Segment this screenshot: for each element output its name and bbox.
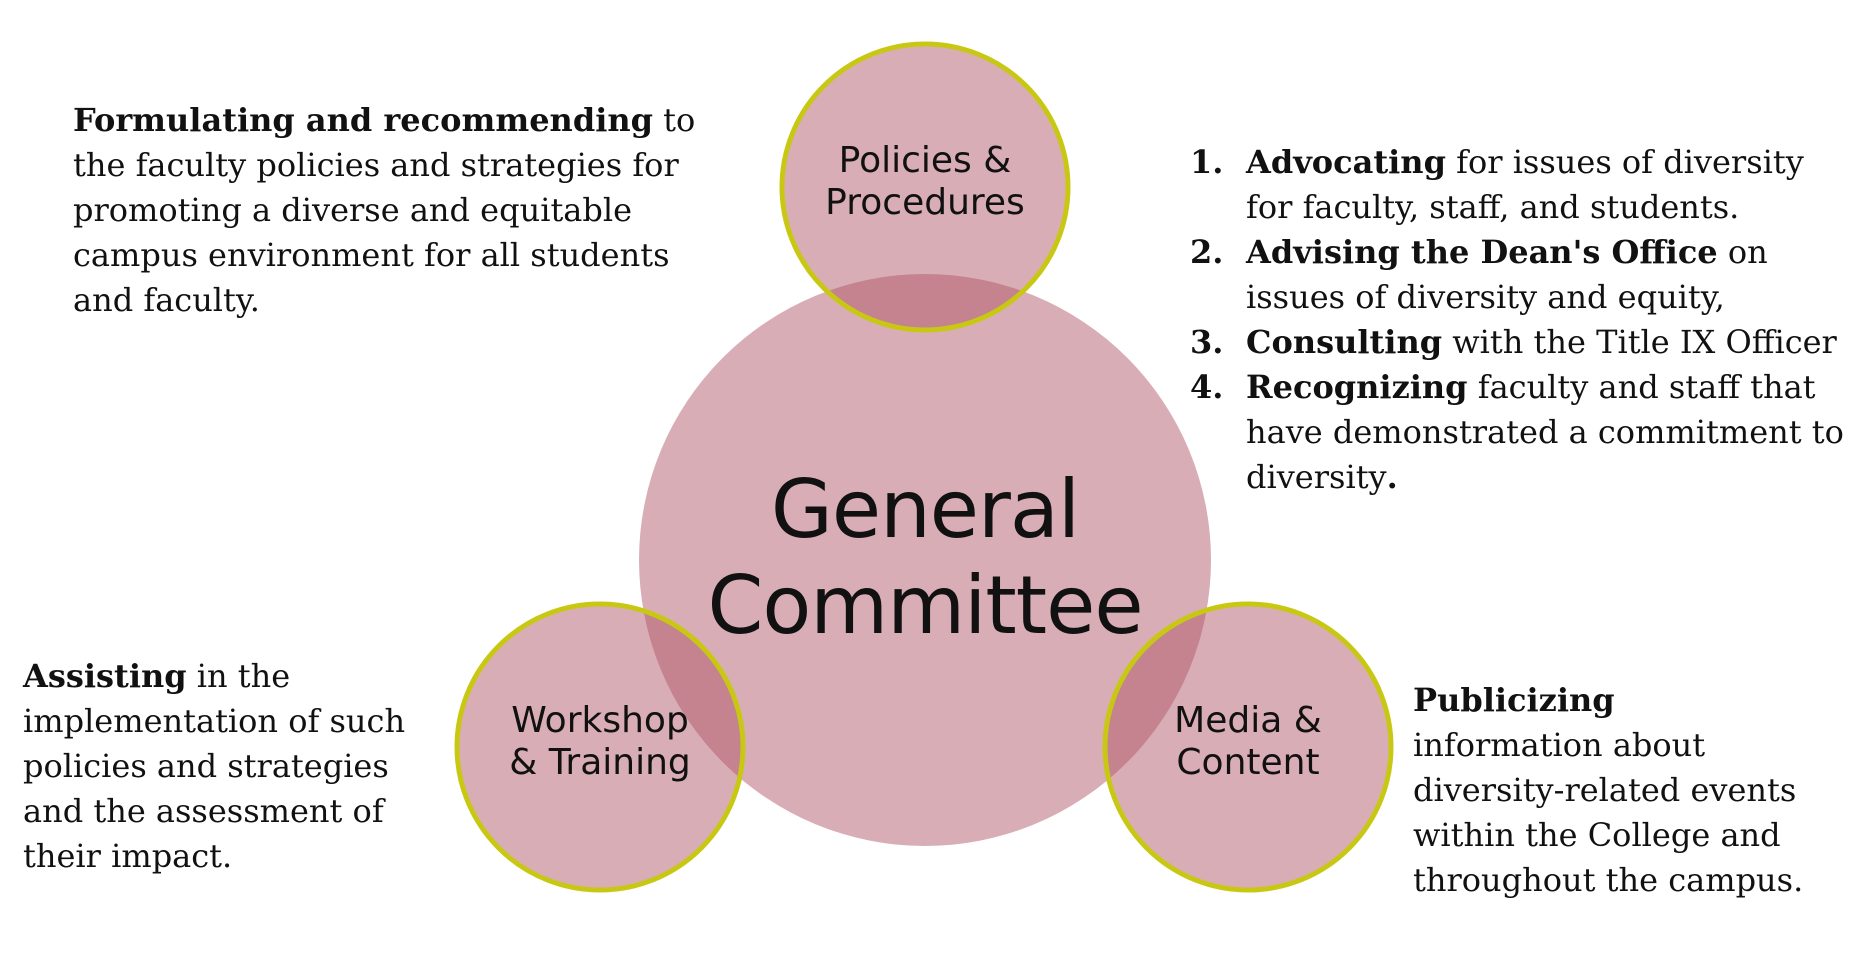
list-number: 3. (1190, 323, 1224, 361)
top-circle-label: Policies & Procedures (805, 140, 1045, 225)
description-line: promoting a diverse and equitable (73, 191, 633, 229)
description-line: for faculty, staff, and students. (1246, 188, 1740, 226)
description-line: Recognizing faculty and staff that (1246, 365, 1850, 410)
description-keyword: Advising the Dean's Office (1246, 233, 1718, 271)
description-keyword: Publicizing (1413, 681, 1615, 719)
left-circle-label-line: & Training (509, 742, 691, 784)
description-line: Assisting in the (23, 654, 443, 699)
left-circle-label-line: Workshop (511, 700, 689, 741)
description-text: diversity (1246, 458, 1387, 496)
description-line: issues of diversity and equity, (1246, 278, 1725, 316)
description-line: throughout the campus. (1413, 861, 1804, 899)
description-line: within the College and (1413, 816, 1781, 854)
right-circle-outline (1102, 601, 1394, 893)
list-item: 4. Recognizing faculty and staff that ha… (1190, 365, 1850, 500)
description-keyword: Advocating (1246, 143, 1446, 181)
description-text: to (652, 101, 696, 139)
center-circle-label-line: Committee (707, 559, 1143, 652)
description-line: Advising the Dean's Office on (1246, 230, 1850, 275)
description-line: Advocating for issues of diversity (1246, 140, 1850, 185)
description-line: implementation of such (23, 702, 406, 740)
top-right-list: 1. Advocating for issues of diversity fo… (1190, 140, 1850, 500)
description-keyword: Recognizing (1246, 368, 1468, 406)
top-circle (782, 44, 1068, 330)
description-line: diversity. (1246, 455, 1850, 500)
bottom-right-description: Publicizing information about diversity-… (1413, 678, 1853, 903)
description-line: campus environment for all students (73, 236, 670, 274)
description-text: faculty and staff that (1467, 368, 1816, 406)
left-circle-outline (454, 601, 746, 893)
list-item: 3. Consulting with the Title IX Officer (1190, 320, 1850, 365)
list-item: 1. Advocating for issues of diversity fo… (1190, 140, 1850, 230)
description-line: Consulting with the Title IX Officer (1246, 320, 1850, 365)
description-line: have demonstrated a commitment to (1246, 413, 1844, 451)
description-line: and the assessment of (23, 792, 384, 830)
description-text: in the (186, 657, 291, 695)
list-item: 2. Advising the Dean's Office on issues … (1190, 230, 1850, 320)
center-circle (639, 274, 1211, 846)
center-circle-label-line: General (770, 463, 1080, 556)
description-line: information about (1413, 726, 1706, 764)
description-line: policies and strategies (23, 747, 389, 785)
top-left-description: Formulating and recommending to the facu… (73, 98, 713, 323)
description-line: their impact. (23, 837, 233, 875)
description-text: for issues of diversity (1445, 143, 1804, 181)
list-number: 4. (1190, 368, 1224, 406)
description-line: Publicizing (1413, 678, 1853, 723)
list-number: 1. (1190, 143, 1224, 181)
right-circle-label: Media & Content (1128, 700, 1368, 785)
description-keyword: Consulting (1246, 323, 1443, 361)
right-circle-label-line: Media & (1174, 700, 1322, 741)
description-keyword: . (1386, 458, 1398, 496)
description-text: with the Title IX Officer (1442, 323, 1837, 361)
bottom-left-description: Assisting in the implementation of such … (23, 654, 443, 879)
top-circle-label-line: Policies & (838, 140, 1012, 181)
description-line: and faculty. (73, 281, 260, 319)
description-line: Formulating and recommending to (73, 98, 713, 143)
description-line: diversity-related events (1413, 771, 1797, 809)
top-circle-label-line: Procedures (825, 182, 1025, 224)
description-line: the faculty policies and strategies for (73, 146, 679, 184)
description-keyword: Formulating and recommending (73, 101, 653, 139)
center-circle-label: General Committee (705, 462, 1145, 654)
top-circle-outline (779, 41, 1071, 333)
right-circle-label-line: Content (1176, 742, 1320, 784)
description-keyword: Assisting (23, 657, 187, 695)
list-number: 2. (1190, 233, 1224, 271)
description-text: on (1717, 233, 1768, 271)
left-circle-label: Workshop & Training (480, 700, 720, 785)
